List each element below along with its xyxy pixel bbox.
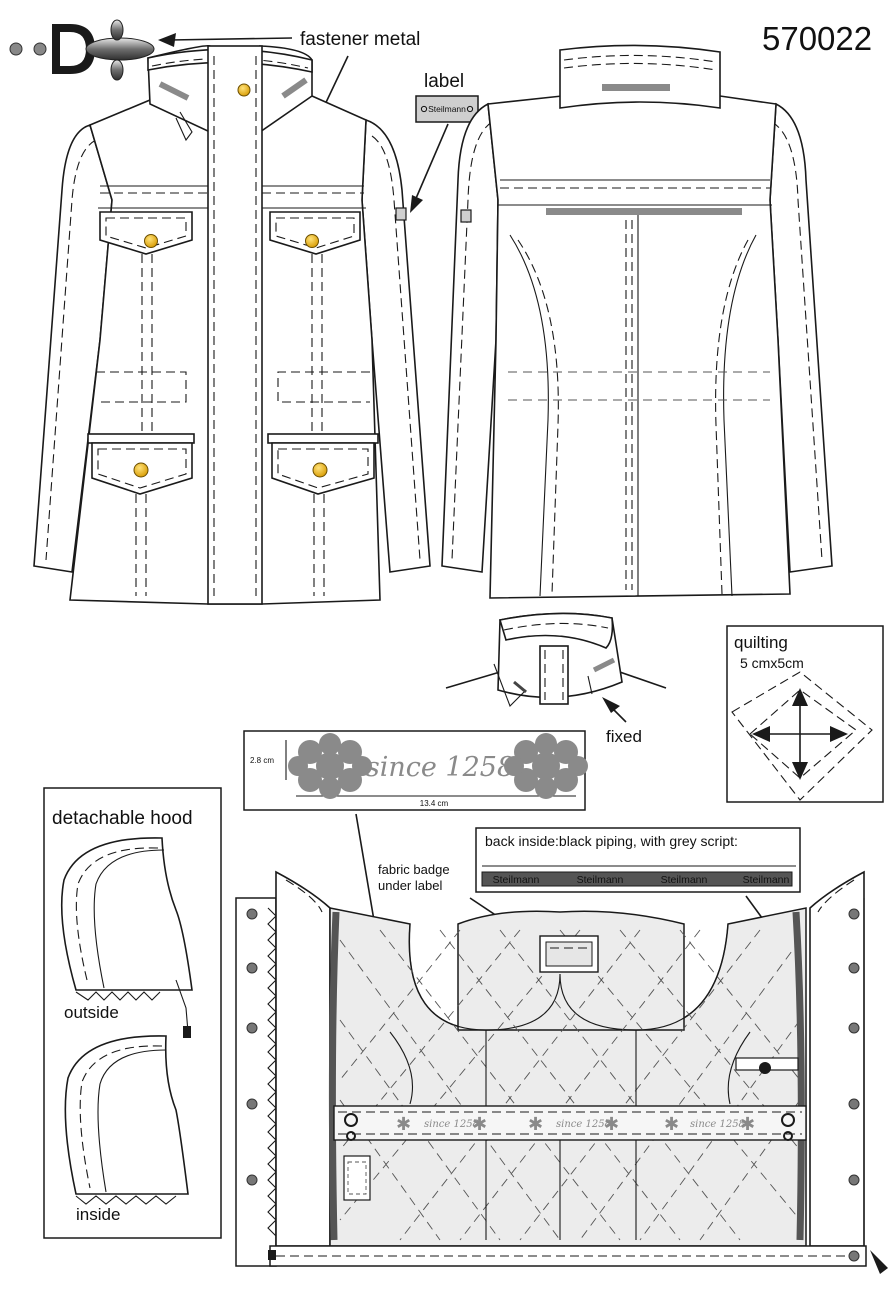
- badge-script: since 1258: [366, 752, 514, 783]
- svg-text:✱: ✱: [740, 1114, 755, 1135]
- badge-height: 2.8 cm: [250, 756, 274, 765]
- hood-inside-label: inside: [76, 1205, 120, 1224]
- fabric-badge-callout-2: under label: [378, 878, 442, 893]
- piping-box: back inside:black piping, with grey scri…: [475, 827, 801, 893]
- jacket-back: [441, 44, 833, 599]
- label-callout: label: [424, 71, 464, 92]
- jacket-front: [33, 44, 431, 605]
- fixed-callout: fixed: [606, 727, 642, 746]
- svg-text:✱: ✱: [472, 1114, 487, 1135]
- label-tag-text: Steilmann: [428, 104, 466, 114]
- svg-text:since 1258: since 1258: [424, 1119, 479, 1130]
- quilting-box: quilting 5 cmx5cm: [726, 625, 884, 803]
- svg-text:since 1258: since 1258: [690, 1119, 745, 1130]
- svg-text:✱: ✱: [528, 1114, 543, 1135]
- svg-text:✱: ✱: [396, 1114, 411, 1135]
- piping-script-1: Steilmann: [493, 874, 540, 886]
- piping-script-4: Steilmann: [743, 874, 790, 886]
- collar-detail: [445, 612, 667, 707]
- fastener-callout: fastener metal: [300, 29, 420, 50]
- quilting-title: quilting: [734, 633, 788, 652]
- fastener-icon: [9, 19, 155, 81]
- fabric-badge-callout-1: fabric badge: [378, 862, 450, 877]
- back-inside-callout: back inside:black piping, with grey scri…: [485, 833, 738, 849]
- piping-script-3: Steilmann: [661, 874, 708, 886]
- badge-width: 13.4 cm: [420, 799, 449, 808]
- hood-box: detachable hood outside inside: [43, 787, 222, 1239]
- svg-text:✱: ✱: [604, 1114, 619, 1135]
- svg-text:✱: ✱: [664, 1114, 679, 1135]
- quilting-size: 5 cmx5cm: [740, 655, 804, 671]
- piping-script-2: Steilmann: [577, 874, 624, 886]
- snowflake-icon: [504, 733, 588, 799]
- hood-title: detachable hood: [52, 808, 193, 829]
- badge-motif-row: ✱ ✱ ✱ ✱ ✱ ✱: [396, 1114, 755, 1135]
- snowflake-icon: [288, 733, 372, 799]
- badge-detail: 2.8 cm 13.4 cm since 1258: [243, 730, 588, 811]
- jacket-inside: ✱ ✱ ✱ ✱ ✱ ✱ since 1258 since 1258 since 1258: [235, 870, 888, 1274]
- svg-text:since 1258: since 1258: [556, 1119, 611, 1130]
- article-number: 570022: [762, 20, 872, 57]
- hood-outside-label: outside: [64, 1003, 119, 1022]
